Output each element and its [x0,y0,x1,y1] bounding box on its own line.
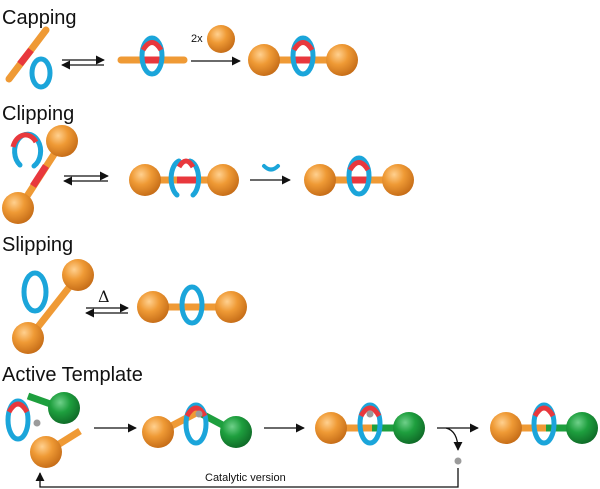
rotaxane-product-capping [248,35,358,77]
equilibrium-arrow-capping [61,55,105,70]
ring-binding-site [358,405,382,418]
ring-binding-site [532,405,556,418]
macrocycle-ring [139,35,165,77]
catalytic-version-label: Catalytic version [205,472,286,484]
stopper-ball [2,192,34,224]
metal-catalyst [195,410,203,418]
ring-binding-site [176,158,196,169]
stopper-ball [382,164,414,196]
stopper-ball [490,412,522,444]
rotaxane-product-active [490,402,598,446]
active-intermediate [142,402,252,448]
section-title-capping: Capping [2,7,77,29]
macrocycle-ring [346,155,372,197]
open-macrocycle [168,158,182,198]
ring-binding-site [6,401,30,414]
pseudorotaxane [117,35,188,77]
slipping-reactants [12,259,94,354]
green-stopper-ball [566,412,598,444]
reagent-label-2x: 2x [191,33,203,45]
clip-fragment [262,164,280,172]
stopper-ball [12,322,44,354]
stopper-ball [215,291,247,323]
macrocycle-ring [290,35,316,77]
ring-binding-site [140,40,164,52]
ring-binding-site [347,160,371,172]
macrocycle-ring [183,402,209,446]
stopper-ball [304,164,336,196]
catalyst-release-arrow [445,427,463,451]
green-stopper-ball [220,416,252,448]
ring-binding-site [184,405,208,418]
released-catalyst [454,457,462,465]
rotaxane-product-clipping [304,155,414,197]
stopper-ball [142,416,174,448]
ring-binding-site [291,40,315,52]
stopper-ball [46,125,78,157]
section-title-slipping: Slipping [2,234,73,256]
macrocycle-ring [5,398,31,442]
stopper-ball [62,259,94,291]
stopper-ball [129,164,161,196]
ring-binding-site [10,132,39,148]
stopper-ball [207,164,239,196]
equilibrium-arrow-clipping [63,171,109,186]
section-title-clipping: Clipping [2,103,74,125]
stopper-ball [248,44,280,76]
stopper-ball [315,412,347,444]
heat-label: Δ [98,287,110,306]
binding-site [30,164,49,188]
macrocycle-ring [179,284,205,326]
equilibrium-arrow-slipping [85,303,129,318]
active-rotaxane-with-catalyst [315,402,425,446]
macrocycle-ring [21,270,49,314]
stopper-ball [207,25,235,53]
section-slipping: Slipping Δ [2,234,247,354]
macrocycle-ring [531,402,557,446]
clipping-intermediate [129,158,239,198]
section-capping: Capping 2x [2,7,358,90]
green-stopper-ball [393,412,425,444]
stopper-ball [30,436,62,468]
macrocycle-ring [29,56,53,90]
green-stopper-ball [48,392,80,424]
clipping-reactants [2,125,78,224]
binding-site [17,47,34,67]
section-active-template: Active Template [2,364,598,488]
section-clipping: Clipping [2,103,414,224]
section-title-active-template: Active Template [2,364,143,386]
capping-reactants [5,26,53,90]
macrocycle-ring [357,402,383,446]
catalytic-loop-arrow [35,468,459,488]
rotaxane-product-slipping [137,284,247,326]
metal-catalyst [366,410,374,418]
stopper-ball [137,291,169,323]
active-reactants [5,392,82,468]
stopper-ball [326,44,358,76]
metal-catalyst [33,419,41,427]
